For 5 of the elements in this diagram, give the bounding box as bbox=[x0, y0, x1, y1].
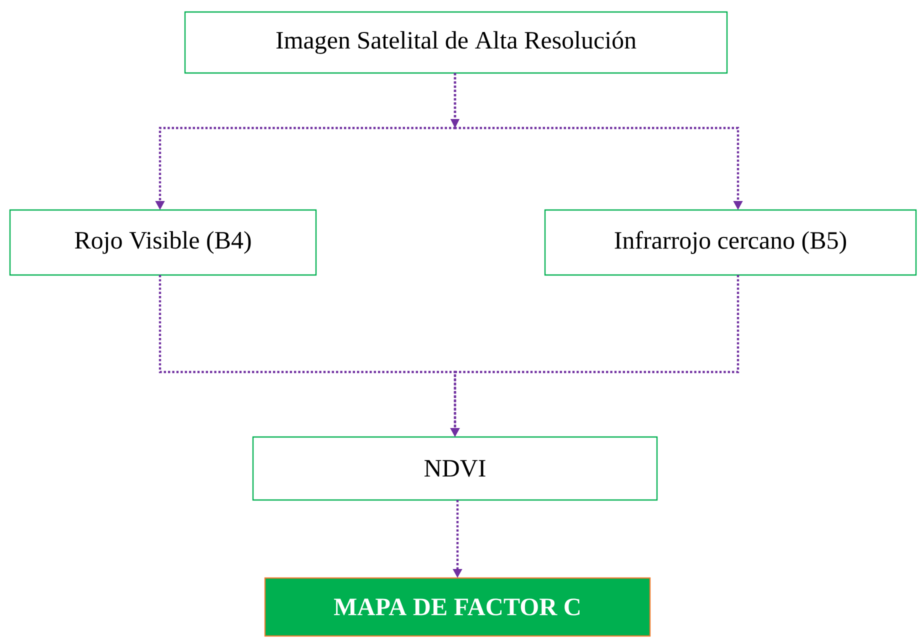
process-box: Rojo Visible (B4) bbox=[9, 209, 317, 276]
process-box: NDVI bbox=[252, 436, 658, 501]
process-box: Imagen Satelital de Alta Resolución bbox=[184, 11, 728, 74]
result-box: MAPA DE FACTOR C bbox=[264, 577, 651, 637]
process-box: Infrarrojo cercano (B5) bbox=[544, 209, 917, 276]
